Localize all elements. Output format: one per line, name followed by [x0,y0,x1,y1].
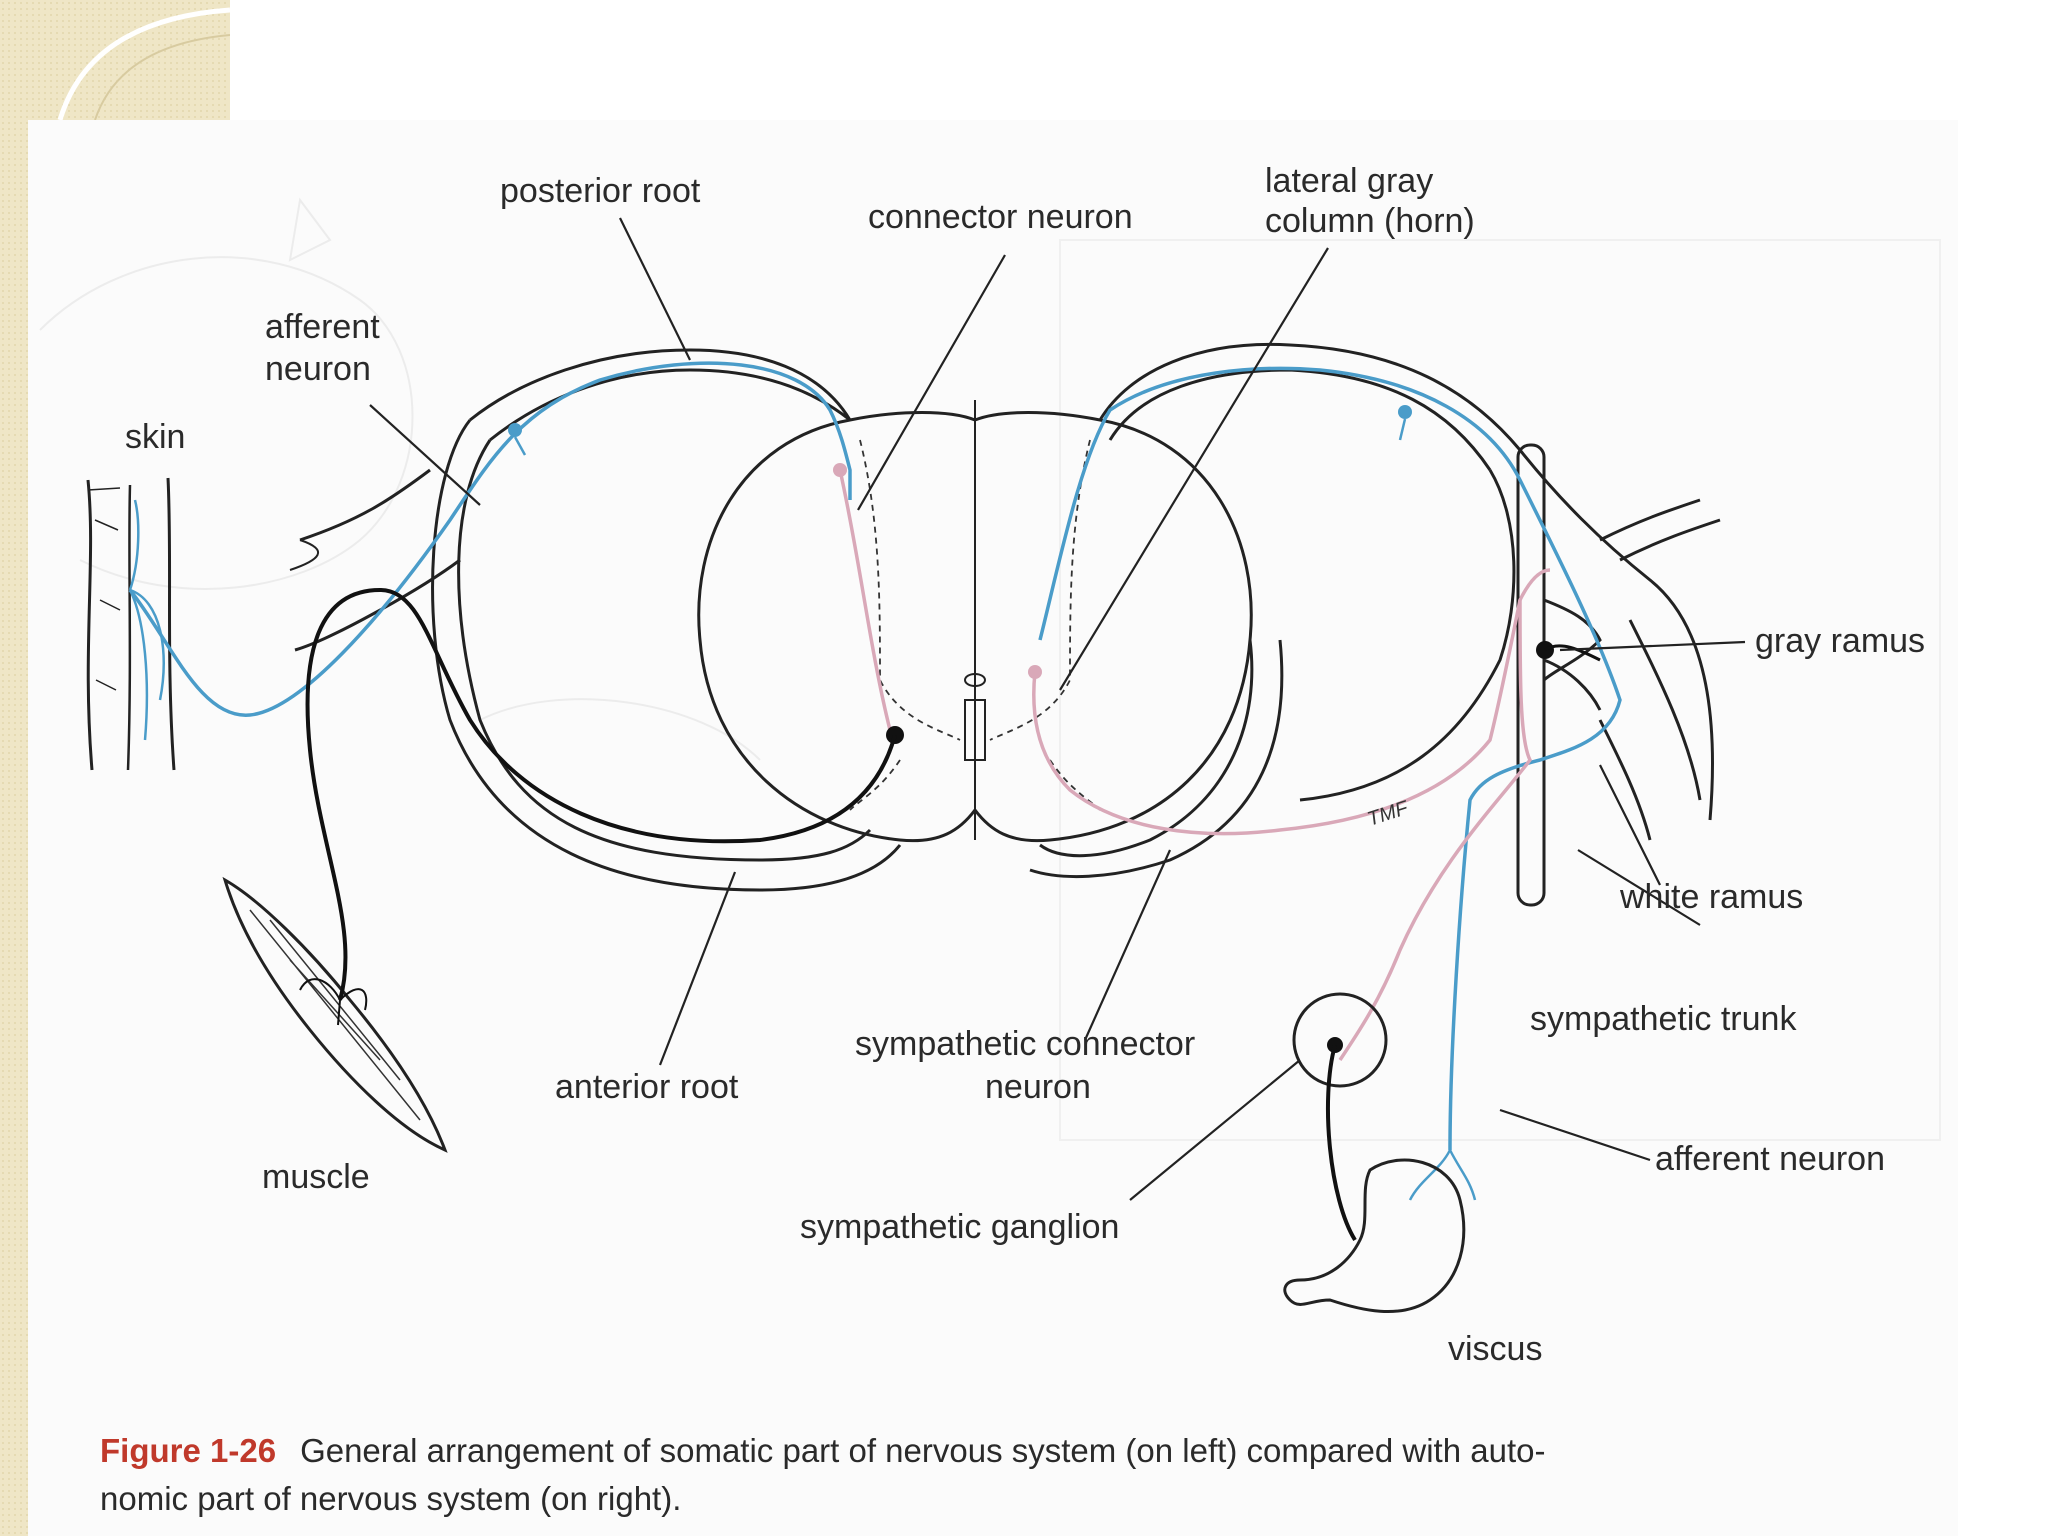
figure-card: posterior root connector neuron lateral … [28,120,1958,1536]
label-sympathetic-connector-1: sympathetic connector [855,1025,1195,1063]
motor-neuron-path [299,587,897,1026]
label-lateral-gray-2: column (horn) [1265,202,1475,240]
label-skin: skin [125,418,185,456]
label-viscus: viscus [1448,1330,1542,1368]
label-connector-neuron: connector neuron [868,198,1133,236]
muscle-section [222,876,448,1153]
viscus-organ [1283,1158,1466,1313]
corner-arc [57,7,230,120]
label-white-ramus: white ramus [1619,878,1803,916]
right-spinal-nerve [1029,342,1721,879]
figure-caption: Figure 1-26 General arrangement of somati… [100,1432,1545,1517]
sympathetic-connector-neuron-path [1028,568,1551,1061]
left-afferent-neuron-path [128,361,852,741]
caption-figure-number: Figure 1-26 [100,1432,276,1469]
label-sympathetic-trunk: sympathetic trunk [1530,1000,1797,1038]
nervous-system-diagram: posterior root connector neuron lateral … [39,162,1941,1517]
label-afferent-neuron-right: afferent neuron [1655,1140,1885,1178]
sympathetic-ganglion [1292,992,1388,1242]
label-posterior-root: posterior root [500,172,701,210]
connector-neuron-path [838,469,904,744]
label-afferent-2: neuron [265,350,371,388]
label-sympathetic-ganglion: sympathetic ganglion [800,1208,1119,1246]
label-anterior-root: anterior root [555,1068,739,1106]
label-gray-ramus: gray ramus [1755,622,1925,660]
caption-line-2: nomic part of nervous system (on right). [100,1480,681,1517]
skin-section [86,477,176,771]
label-sympathetic-connector-2: neuron [985,1068,1091,1106]
right-afferent-neuron-path [1038,366,1622,1201]
rami [1536,598,1602,711]
spinal-cord [697,400,1253,843]
diagram-labels: posterior root connector neuron lateral … [125,162,1925,1368]
leader-lines [369,217,1746,1201]
decorative-side-strip [0,0,28,1536]
label-muscle: muscle [262,1158,370,1196]
caption-line-1: Figure 1-26 General arrangement of somati… [100,1432,1545,1469]
label-lateral-gray-1: lateral gray [1265,162,1433,200]
caption-text-1: General arrangement of somatic part of n… [300,1432,1545,1469]
sympathetic-trunk [1516,443,1546,907]
decorative-corner [0,0,230,120]
left-spinal-nerve [289,348,902,892]
label-artist-initials: TMF [1365,797,1413,831]
label-afferent-1: afferent [265,308,380,346]
